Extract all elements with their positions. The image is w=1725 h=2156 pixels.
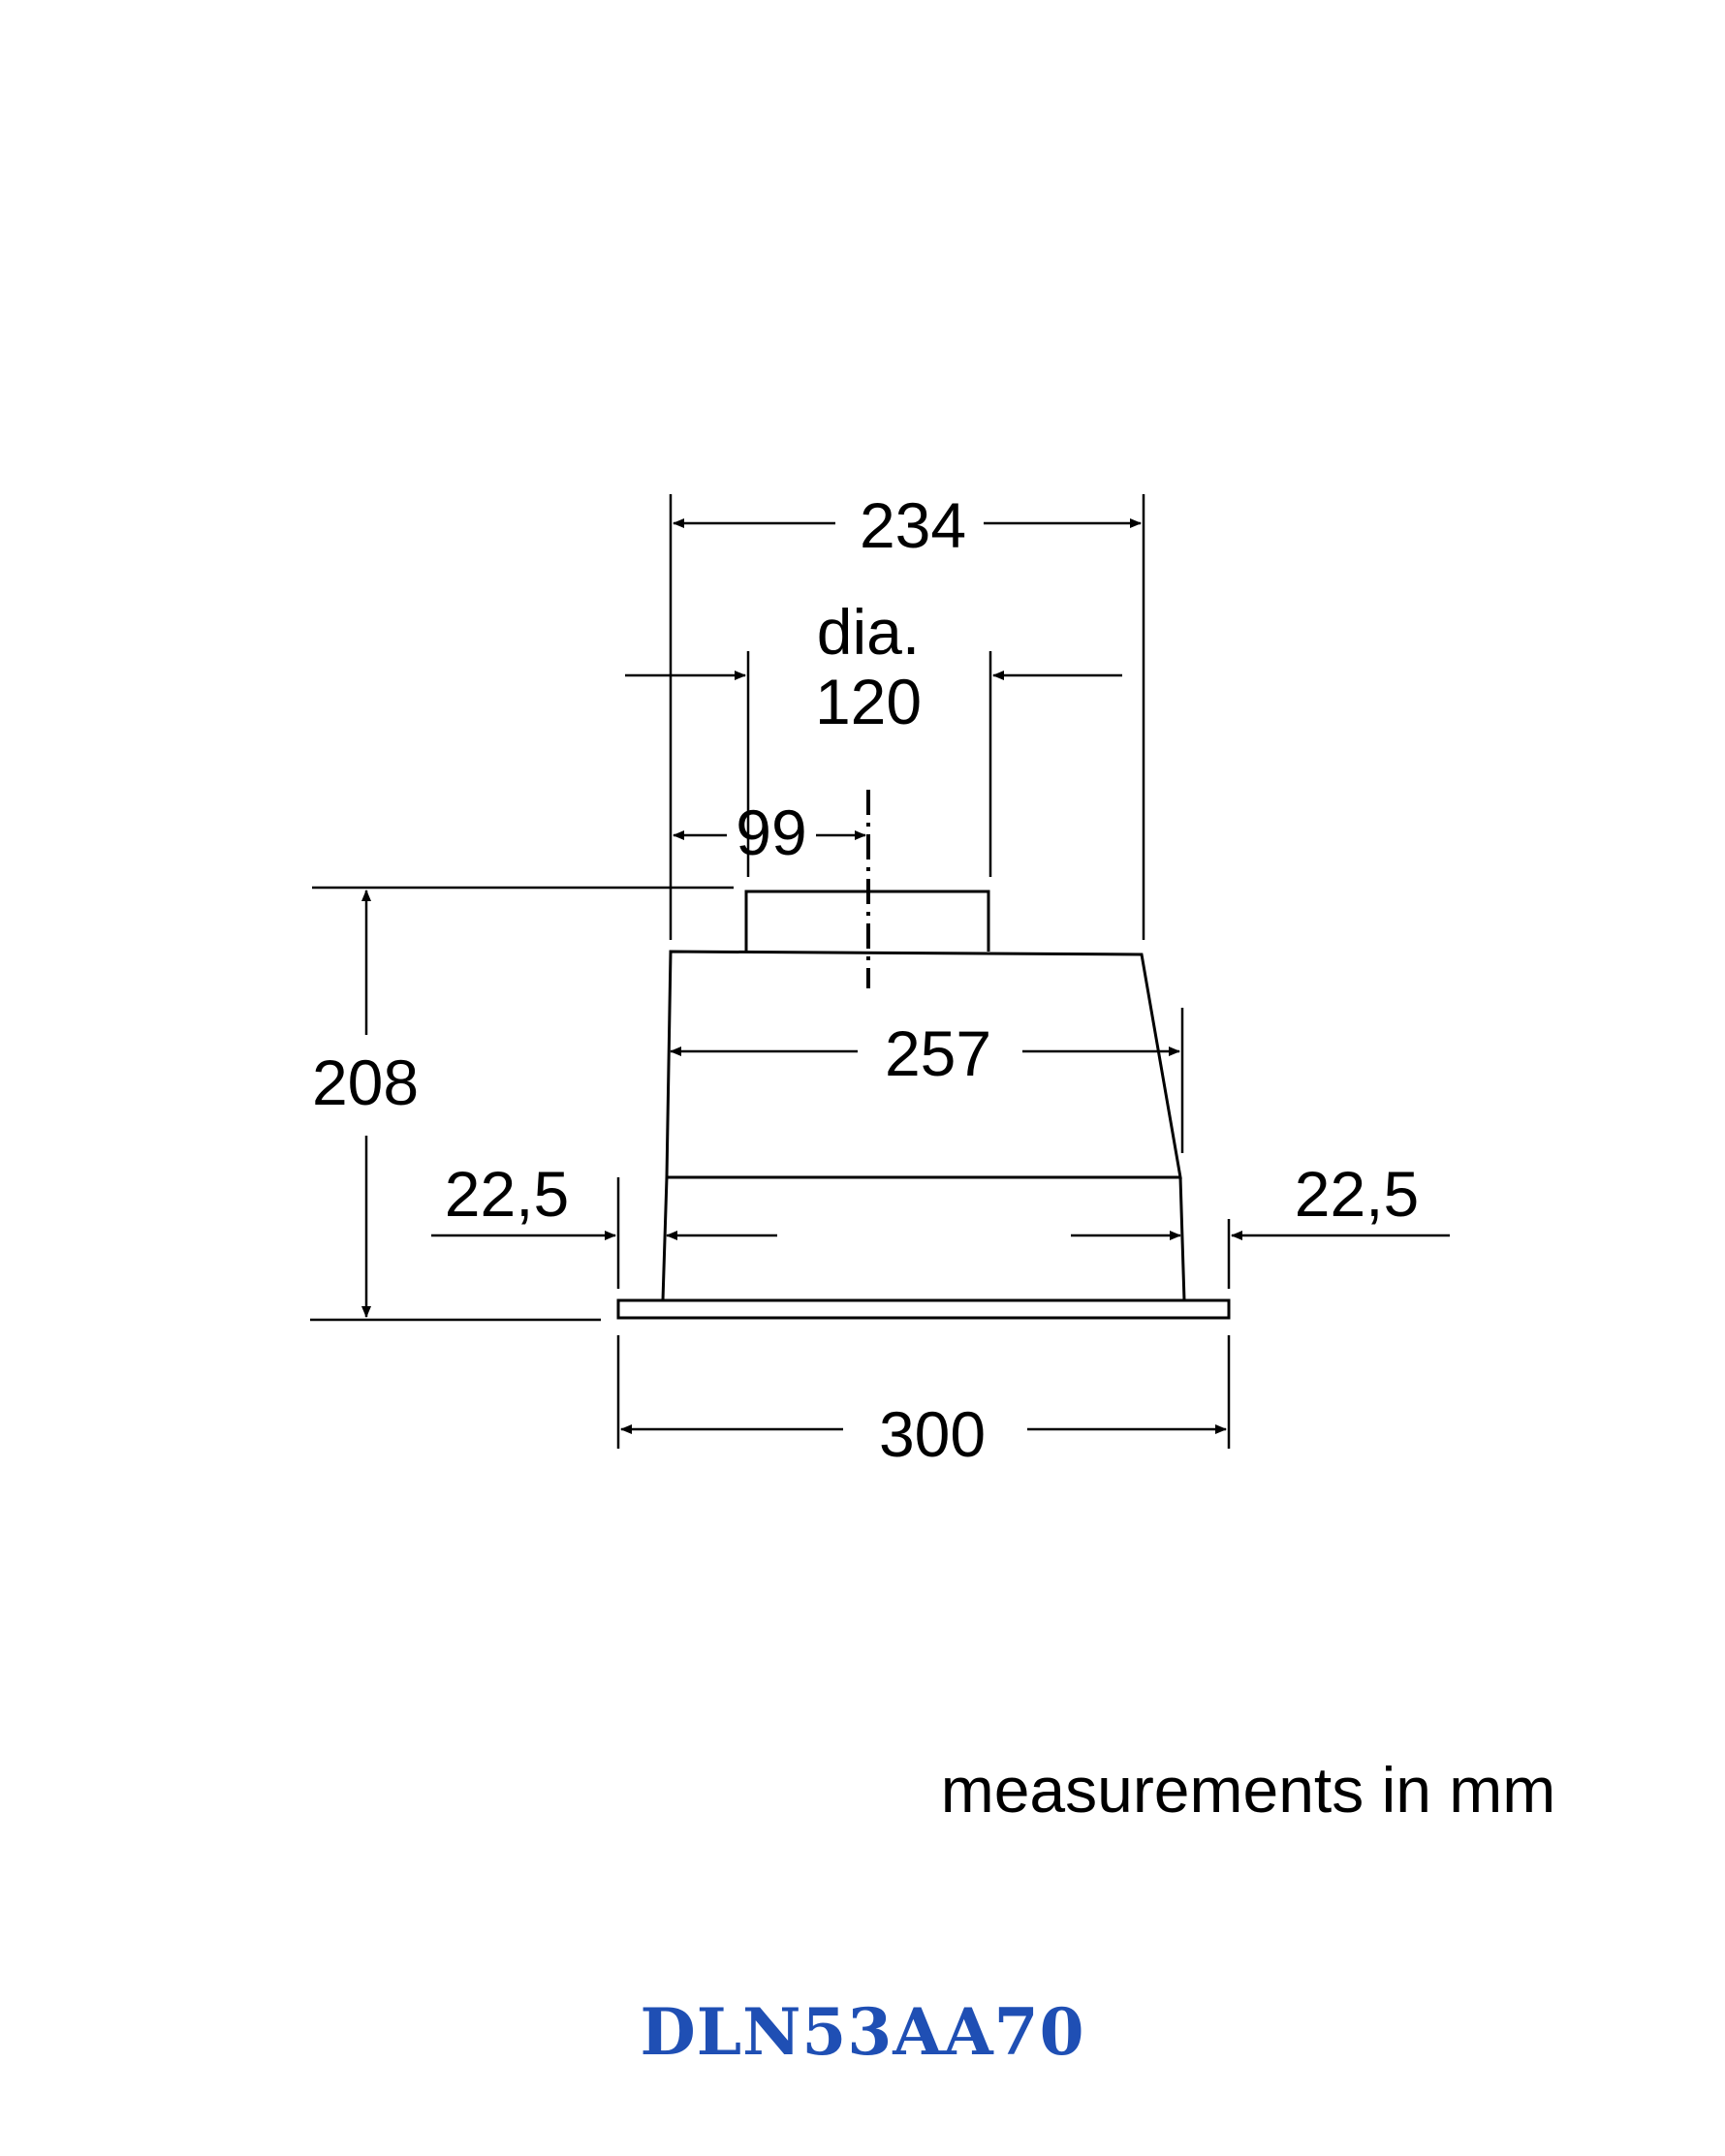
hood-outline — [616, 790, 1231, 1320]
measurement-note: measurements in mm — [941, 1754, 1556, 1826]
width-top-label: 234 — [860, 489, 966, 561]
side-left-label: 22,5 — [445, 1158, 569, 1230]
height-label: 208 — [312, 1047, 419, 1118]
duct-offset-label: 99 — [736, 797, 806, 868]
side-right-label: 22,5 — [1295, 1158, 1419, 1230]
model-number: DLN53AA70 — [640, 1994, 1084, 2070]
overall-width-label: 300 — [879, 1398, 986, 1470]
duct-label-line1: dia. — [817, 596, 920, 668]
body-width-label: 257 — [885, 1017, 991, 1089]
dimension-arrows — [361, 518, 1450, 1434]
hood-base-plate — [616, 1298, 1231, 1320]
hood-lower-body — [661, 1176, 1186, 1302]
duct-label-line2: 120 — [815, 666, 922, 737]
extension-lines — [310, 494, 1231, 1449]
